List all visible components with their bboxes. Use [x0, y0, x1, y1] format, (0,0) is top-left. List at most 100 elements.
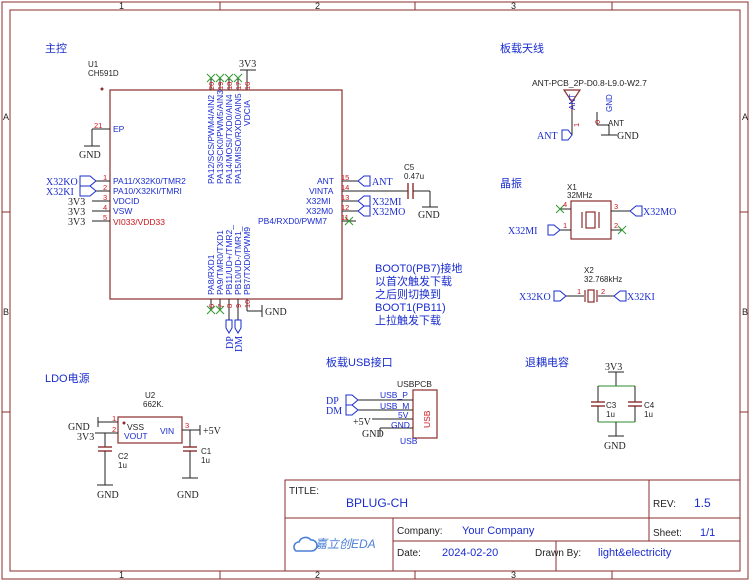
c2-value: 1u — [118, 461, 127, 470]
u2-pin-num: 2 — [112, 425, 116, 434]
u1-chip[interactable]: U1 CH591D 20 19 18 17 16 PA12/SCS/PWM4/A… — [46, 59, 408, 352]
antenna-pin-label: ANT — [568, 94, 577, 110]
net-label: 3V3 — [68, 217, 85, 228]
usb-pin: USB_P — [380, 390, 408, 400]
x2-pin-num: 2 — [601, 287, 605, 296]
net-label: ANT — [537, 131, 558, 142]
x1-pin-num: 1 — [563, 221, 567, 230]
u2-part: 662K. — [143, 400, 164, 409]
x1-ref: X1 — [567, 183, 577, 192]
c1-value: 1u — [201, 456, 210, 465]
u1-right-num: 12 — [341, 203, 349, 212]
net-label: +5V — [353, 417, 372, 428]
col-label: 2 — [315, 1, 320, 11]
gnd-ep-label: GND — [79, 150, 101, 161]
x1-pin-num: 4 — [563, 200, 567, 209]
u1-left-num: 2 — [103, 183, 107, 192]
u2-pin-name: VIN — [160, 426, 174, 436]
u2-ldo[interactable]: U2 662K. VSS VOUT VIN 1 2 3 GND 3V3 +5V … — [68, 391, 222, 501]
c5-capacitor[interactable]: C5 0.47u GND — [404, 163, 440, 221]
boot-note-line: 以首次触发下载 — [375, 274, 452, 288]
net-label: X32KO — [519, 292, 551, 303]
u1-top-pins: 20 19 18 17 16 PA12/SCS/PWM4/AIN2 PA13/S… — [206, 59, 256, 184]
u1-left-pin: PA11/X32K0/TMR2 — [113, 176, 186, 186]
u1-left-pins: GND 21 EP 1 2 3 4 5 PA11/X32K0/TMR2 PA10… — [46, 121, 186, 228]
boot-note-line: BOOT0(PB7)接地 — [375, 262, 462, 275]
title-block: TITLE: BPLUG-CH REV: 1.5 Company: Your C… — [284, 479, 741, 572]
x1-crystal[interactable]: X1 32MHz 4 3 1 2 X32MO X32MI — [508, 183, 676, 240]
section-crystal-title: 晶振 — [500, 176, 522, 190]
u1-right-pin: X32MI — [306, 196, 331, 206]
u1-top-num: 16 — [243, 82, 252, 90]
c3-value: 1u — [606, 410, 615, 419]
u1-left-pin: VSW — [113, 206, 132, 216]
u1-top-num: 17 — [234, 82, 243, 90]
net-label: DP — [326, 396, 339, 407]
c5-ref: C5 — [404, 163, 415, 172]
x2-ref: X2 — [584, 266, 594, 275]
net-label: X32MO — [372, 207, 405, 218]
boot-note-line: 之后则切换到 — [375, 287, 441, 301]
gnd-label: GND — [97, 490, 119, 501]
x2-value: 32.768kHz — [584, 275, 622, 284]
u1-right-pin: ANT — [317, 176, 334, 186]
x2-crystal[interactable]: X2 32.768kHz 1 2 X32KO X32KI — [519, 266, 655, 303]
u1-bottom-num: 7 — [216, 304, 225, 308]
usb-pin: GND — [391, 420, 410, 430]
rev-label: REV: — [653, 499, 676, 510]
u1-top-num: 18 — [225, 82, 234, 90]
u2-pin-name: VSS — [127, 422, 144, 432]
u1-left-num: 21 — [94, 121, 102, 130]
net-label: GND — [68, 422, 90, 433]
u1-right-pin: X32M0 — [306, 206, 333, 216]
col-label: 2 — [315, 570, 320, 580]
c3-ref: C3 — [606, 401, 617, 410]
net-label: DP — [225, 336, 236, 349]
u1-right-num: 14 — [341, 183, 349, 192]
u1-top-pin: VDCIA — [242, 100, 252, 126]
antenna-pin-num: 0 — [593, 120, 602, 124]
net-label: 3V3 — [68, 197, 85, 208]
u1-top-pin: PA15/MISO/RXD0/AIN5 — [233, 93, 243, 184]
u1-right-pin: VINTA — [309, 186, 334, 196]
decoupling-caps[interactable]: 3V3 C3 1u C4 1u GND — [591, 362, 655, 452]
row-label: B — [3, 307, 9, 317]
row-label: A — [742, 112, 748, 122]
net-label: X32MI — [372, 197, 401, 208]
c4-ref: C4 — [644, 401, 655, 410]
section-decoupling-title: 退耦电容 — [525, 355, 569, 369]
usb-pin: 5V — [398, 410, 409, 420]
u1-bottom-pin: PA9/TMR0/TXD1 — [215, 230, 225, 295]
col-label: 1 — [119, 1, 124, 11]
rev-value: 1.5 — [694, 496, 711, 510]
gnd-label: GND — [177, 490, 199, 501]
x2-pin-num: 1 — [577, 287, 581, 296]
u1-part: CH591D — [88, 69, 119, 78]
boot-note-line: BOOT1(PB11) — [375, 302, 446, 314]
u1-ref: U1 — [88, 60, 99, 69]
date-value: 2024-02-20 — [442, 547, 498, 559]
net-label: 3V3 — [77, 432, 94, 443]
u2-pin-num: 3 — [185, 421, 189, 430]
x1-pin-num: 3 — [614, 202, 618, 211]
net-label: ANT — [372, 177, 393, 188]
u1-right-pins: 15 14 13 12 11 ANT VINTA X32MI X32M0 PB4… — [258, 173, 408, 226]
pin1-marker — [100, 87, 104, 91]
net-label: GND — [362, 429, 384, 440]
col-label: 3 — [511, 1, 516, 11]
u1-top-num: 19 — [216, 82, 225, 90]
antenna[interactable]: ANT-PCB_2P-D0.8-L9.0-W2.7 ANT GND 1 0 AN… — [532, 78, 647, 142]
u1-right-num: 13 — [341, 193, 349, 202]
u1-left-num: 3 — [103, 193, 107, 202]
u1-top-pin: PA13/SCK0/PWM5/AIN3 — [215, 90, 225, 184]
u1-bottom-num: 9 — [234, 304, 243, 308]
net-label: X32KO — [46, 177, 78, 188]
c1-ref: C1 — [201, 447, 212, 456]
row-label: B — [742, 307, 748, 317]
usb-connector[interactable]: USBPCB USB USB_P USB_M 5V GND DP DM +5V … — [326, 379, 438, 446]
section-usb-title: 板载USB接口 — [326, 355, 393, 369]
drawn-label: Drawn By: — [535, 548, 581, 559]
cloud-icon — [293, 536, 318, 552]
u2-pin-name: VOUT — [124, 431, 148, 441]
